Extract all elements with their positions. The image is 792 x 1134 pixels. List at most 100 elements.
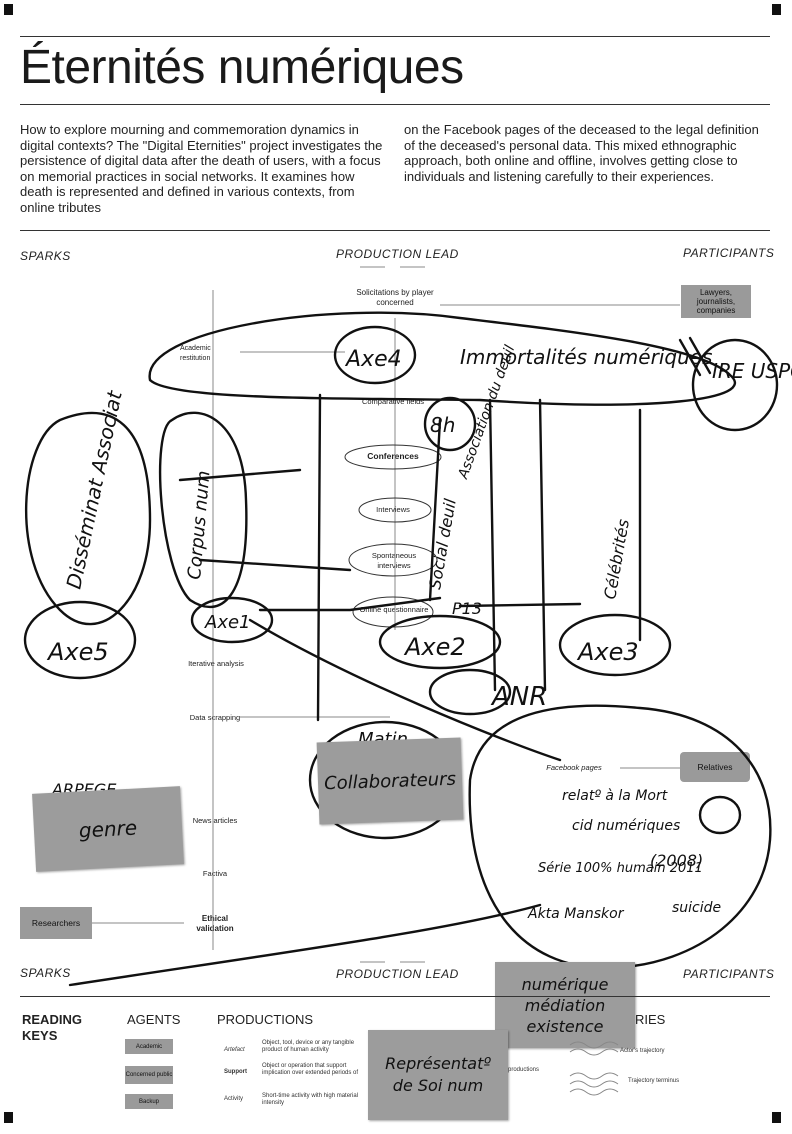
production-lead-label-top: PRODUCTION LEAD <box>336 247 459 261</box>
top-rule <box>20 36 770 37</box>
hw-serie: Série 100% humain 2011 <box>538 861 703 876</box>
hw-axe3: Axe3 <box>576 638 639 666</box>
dissemination-loop <box>25 411 152 626</box>
one-circle <box>698 795 742 835</box>
section-rule <box>20 230 770 231</box>
conferences-ellipse <box>344 444 442 470</box>
double-slash <box>678 336 712 377</box>
anr-circle <box>428 668 512 716</box>
axe4-circle <box>333 325 417 385</box>
printed-connectors <box>92 266 680 963</box>
participants-label-top: PARTICIPANTS <box>683 246 775 260</box>
terminus-wave-icon-2 <box>569 1080 619 1088</box>
arrow-3 <box>258 596 442 612</box>
hw-cid: cid numériques <box>572 818 680 834</box>
node-conferences: Conferences <box>367 451 419 461</box>
corner-mark-top-left <box>4 4 13 15</box>
arrow-5 <box>248 618 562 762</box>
hw-axe2: Axe2 <box>403 633 466 661</box>
terminus-wave-icon <box>569 1072 619 1080</box>
node-online-questionnaire: Online questionnaire <box>359 605 429 614</box>
hw-relatio: relatº à la Mort <box>562 788 668 804</box>
participants-label-bottom: PARTICIPANTS <box>683 967 775 981</box>
sticky-representation: Représentatº de Soi num <box>368 1030 508 1120</box>
agent-chip-concerned-public: Concerned public <box>125 1066 173 1084</box>
production-artefact-desc: Object, tool, device or any tangible pro… <box>262 1040 355 1053</box>
node-solicitations: Solicitations by player concerned <box>356 288 434 307</box>
axe1-circle <box>190 596 274 644</box>
actor-trajectory-label: Actor's trajectory <box>620 1048 665 1054</box>
agents-heading: AGENTS <box>127 1012 181 1027</box>
intro-right: on the Facebook pages of the deceased to… <box>404 122 759 184</box>
sparks-label-top: SPARKS <box>20 249 71 263</box>
hw-axe1: Axe1 <box>204 612 251 633</box>
hw-2008: (2008) <box>650 851 703 870</box>
node-spontaneous-interviews: Spontaneous interviews <box>371 551 417 570</box>
axe5-circle <box>23 600 137 680</box>
node-academic-restitution: Academic restitution <box>180 345 211 362</box>
hw-p13: P13 <box>452 599 482 618</box>
axe2-circle <box>378 614 502 670</box>
spontaneous-ellipse <box>348 543 438 577</box>
node-ethical-validation: Ethical validation <box>196 914 234 933</box>
sticky-numerique-text: numérique médiation existence <box>521 974 609 1036</box>
legend-rule <box>20 996 770 997</box>
sparks-label-bottom: SPARKS <box>20 966 71 980</box>
hw-8h: 8h <box>430 413 455 437</box>
trajectory-wave-icon-2 <box>569 1048 619 1056</box>
productions-heading: PRODUCTIONS <box>217 1012 314 1027</box>
production-lead-label-bottom: PRODUCTION LEAD <box>336 967 459 981</box>
intro-left: How to explore mourning and commemoratio… <box>20 122 383 215</box>
interviews-ellipse <box>358 497 432 523</box>
arrow-1 <box>178 468 302 482</box>
sticky-representation-text: Représentatº de Soi num <box>385 1054 491 1095</box>
node-iterative-analysis: Iterative analysis <box>188 659 244 668</box>
hw-axe4: Axe4 <box>344 347 402 372</box>
hw-axe5: Axe5 <box>46 638 109 666</box>
node-news-articles: News articles <box>192 816 238 825</box>
page-title: Éternités numériques <box>20 41 464 94</box>
relatives-box: Relatives <box>680 752 750 782</box>
vline-1 <box>316 393 322 722</box>
production-support-name: Support <box>224 1069 247 1075</box>
agent-chip-academic: Academic <box>125 1039 173 1054</box>
production-activity-name: Activity <box>224 1096 244 1102</box>
researchers-box: Researchers <box>20 907 92 939</box>
sticky-numerique: numérique médiation existence <box>495 962 635 1048</box>
axe3-circle <box>558 613 672 677</box>
vline-2 <box>488 398 497 692</box>
trajectory-terminus-label: Trajectory terminus <box>628 1078 680 1084</box>
arrow-4 <box>458 602 582 608</box>
production-artefact-name: Artefact <box>224 1047 245 1053</box>
hw-suicide: suicide <box>672 900 721 916</box>
terminus-wave-icon-3 <box>569 1088 619 1096</box>
corpus-loop <box>158 411 248 609</box>
8h-circle <box>423 396 477 452</box>
big-top-loop <box>148 311 737 406</box>
agent-chip-backup: Backup <box>125 1094 173 1109</box>
arrow-6 <box>428 418 442 602</box>
corner-mark-bottom-right <box>772 1112 781 1123</box>
ire-circle <box>691 338 779 432</box>
facebook-cluster <box>468 704 772 970</box>
productions-fragment: productions <box>508 1067 540 1073</box>
corner-mark-top-right <box>772 4 781 15</box>
node-factiva: Factiva <box>202 869 228 878</box>
corner-mark-bottom-left <box>4 1112 13 1123</box>
title-rule <box>20 104 770 105</box>
arrow-2 <box>198 558 352 572</box>
vline-3 <box>538 398 547 692</box>
node-interviews: Interviews <box>376 505 410 514</box>
hw-akta: Akta Manskor <box>527 906 625 922</box>
trajectory-wave-icon <box>569 1041 619 1049</box>
node-comparative-fields: Comparative fields <box>361 397 425 406</box>
hw-immortalites: Immortalités numériques <box>460 345 712 369</box>
production-support-desc: Object or operation that support implica… <box>262 1063 359 1076</box>
hw-anr: ANR <box>490 682 547 712</box>
node-facebook-pages: Facebook pages <box>546 763 602 772</box>
reading-keys-heading: READING KEYS <box>22 1012 82 1043</box>
marker-strokes <box>23 311 779 987</box>
